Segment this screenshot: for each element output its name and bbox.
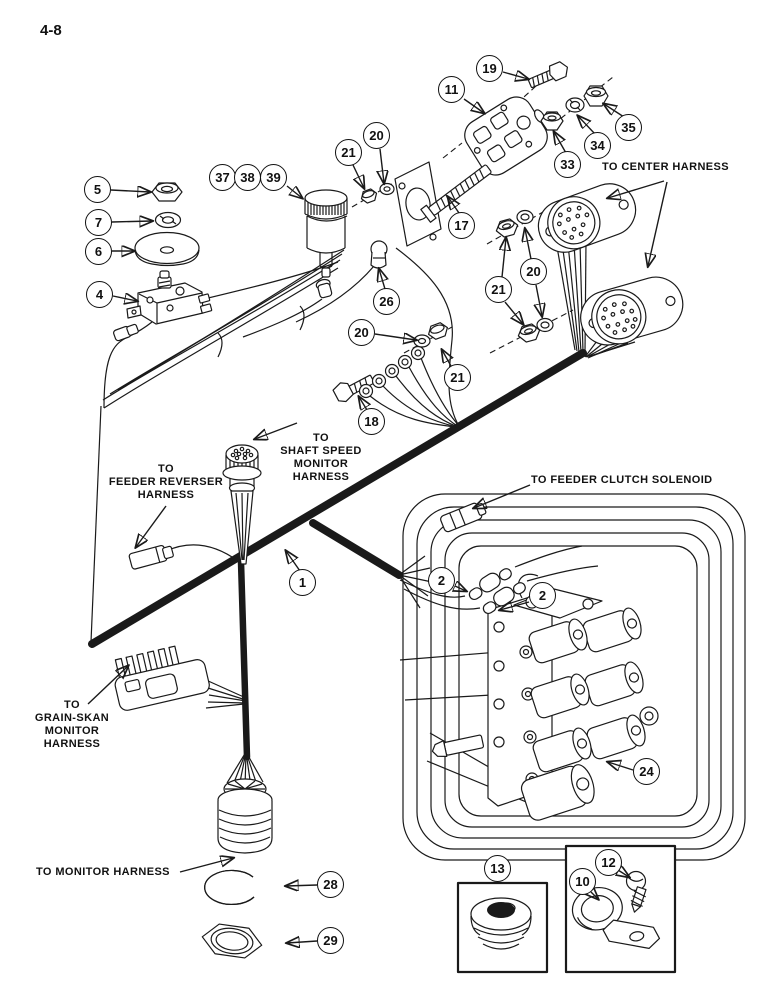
callout-18: 18 — [358, 408, 385, 435]
small-plug-connector — [113, 323, 139, 342]
callout-11: 11 — [438, 76, 465, 103]
label-line: GRAIN-SKAN — [34, 712, 110, 724]
lock-washer-item34 — [565, 97, 585, 113]
callout-10: 10 — [569, 868, 596, 895]
callout-19: 19 — [476, 55, 503, 82]
callout-2-lower: 2 — [529, 582, 556, 609]
nut-item21-canister — [360, 188, 378, 204]
bolt-item19 — [527, 61, 569, 89]
washer-item20-canister — [379, 182, 395, 196]
label-to-shaft-speed-monitor-harness: TO SHAFT SPEED MONITOR HARNESS — [256, 432, 386, 484]
callout-33: 33 — [554, 151, 581, 178]
ground-bolt-item18 — [332, 374, 375, 403]
callout-29: 29 — [317, 927, 344, 954]
callout-20-ground: 20 — [348, 319, 375, 346]
label-line: MONITOR — [44, 725, 100, 737]
canister-item39 — [304, 189, 348, 278]
label-line: FEEDER REVERSER — [108, 476, 224, 488]
ring-terminals — [358, 345, 426, 399]
callout-37: 37 — [209, 164, 236, 191]
callout-21-ground: 21 — [444, 364, 471, 391]
callout-20-canister: 20 — [363, 122, 390, 149]
page-number: 4-8 — [40, 22, 62, 39]
nut-item21-upper — [495, 218, 519, 238]
nut-item35 — [583, 85, 609, 107]
callout-21-canister: 21 — [335, 139, 362, 166]
terminal-block-item11 — [464, 96, 548, 176]
callout-21-connectors: 21 — [485, 276, 512, 303]
screw-item17 — [420, 164, 492, 223]
monitor-connector — [217, 778, 273, 854]
shaft-speed-connector — [222, 444, 262, 565]
callout-5: 5 — [84, 176, 111, 203]
callout-35: 35 — [615, 114, 642, 141]
washer-item20-upper — [516, 209, 534, 225]
center-harness-connector-lower — [580, 276, 684, 346]
label-line: SHAFT SPEED — [280, 445, 362, 457]
label-line: TO — [158, 463, 174, 475]
callout-24: 24 — [633, 758, 660, 785]
label-line: HARNESS — [292, 471, 350, 483]
nut-item21-ground — [428, 322, 448, 340]
harness-trunk — [88, 349, 587, 761]
bullet-plug-below-canister — [315, 278, 333, 299]
inline-connector-wires — [399, 545, 599, 610]
washer-item7 — [154, 211, 182, 229]
label-line: HARNESS — [43, 738, 101, 750]
callout-13: 13 — [484, 855, 511, 882]
label-to-feeder-reverser-harness: TO FEEDER REVERSER HARNESS — [106, 463, 226, 502]
label-arrows — [87, 180, 668, 873]
label-to-feeder-clutch-solenoid: TO FEEDER CLUTCH SOLENOID — [531, 474, 713, 486]
label-to-grain-skan-monitor-harness: TO GRAIN-SKAN MONITOR HARNESS — [18, 699, 126, 751]
center-harness-connector-upper — [537, 183, 637, 253]
callout-34: 34 — [584, 132, 611, 159]
callout-12: 12 — [595, 849, 622, 876]
callout-38: 38 — [234, 164, 261, 191]
screw-item12 — [625, 870, 647, 913]
label-line: MONITOR — [293, 458, 349, 470]
callout-28: 28 — [317, 871, 344, 898]
callout-arrows — [110, 72, 634, 943]
nut-item5 — [151, 182, 183, 202]
nut-item33 — [540, 111, 564, 131]
micro-switch-item4 — [126, 270, 213, 325]
label-line: TO — [64, 699, 80, 711]
harness-wires — [102, 240, 636, 789]
label-to-center-harness: TO CENTER HARNESS — [602, 161, 729, 173]
label-line: HARNESS — [137, 489, 195, 501]
grain-skan-connector — [114, 645, 210, 711]
label-to-monitor-harness: TO MONITOR HARNESS — [36, 866, 170, 878]
callout-20-connectors: 20 — [520, 258, 547, 285]
washer-item20-lower — [536, 317, 554, 333]
ring-nut-item29 — [201, 923, 263, 959]
callout-1: 1 — [289, 569, 316, 596]
rubber-boot-item26 — [370, 240, 388, 269]
label-line: TO — [313, 432, 329, 444]
grommet-item13 — [470, 897, 532, 950]
callout-17: 17 — [448, 212, 475, 239]
callout-6: 6 — [85, 238, 112, 265]
callout-2-upper: 2 — [428, 567, 455, 594]
valve-block-item24 — [431, 573, 659, 821]
feeder-reverser-connector — [128, 544, 174, 570]
lock-ring-item28 — [204, 869, 255, 906]
inline-connector-upper — [468, 568, 512, 601]
callout-7: 7 — [85, 209, 112, 236]
disc-washer-item6 — [134, 231, 200, 267]
callout-39: 39 — [260, 164, 287, 191]
callout-26: 26 — [373, 288, 400, 315]
callout-4: 4 — [86, 281, 113, 308]
washer-item20-ground — [413, 334, 431, 348]
